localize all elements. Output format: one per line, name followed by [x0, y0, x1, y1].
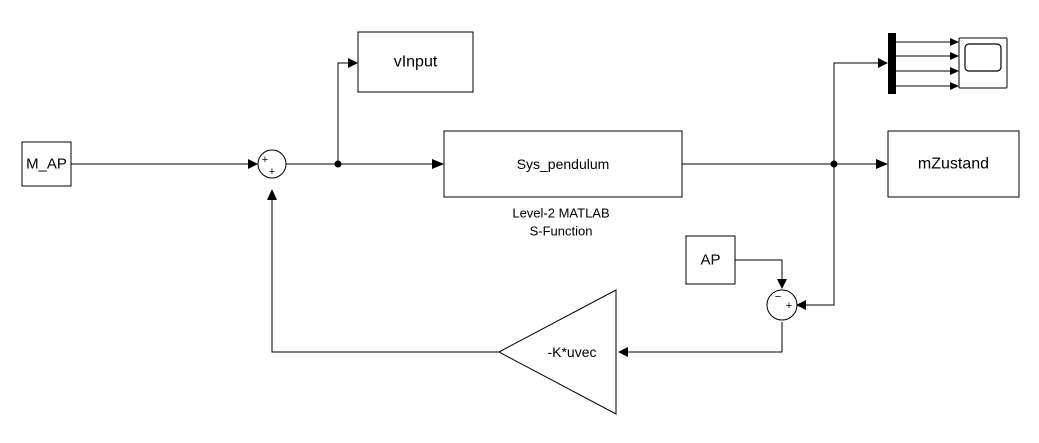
arrowheads	[248, 38, 959, 357]
sum2-sign-right: +	[786, 300, 792, 312]
gain-label: -K*uvec	[547, 344, 596, 360]
arrowhead-scope-3	[950, 67, 959, 75]
mzustand-label: mZustand	[918, 156, 989, 173]
arrowhead-sum1-bottom	[267, 189, 277, 200]
sfunction-caption-line1: Level-2 MATLAB	[512, 206, 609, 221]
sum2-sign-top: −	[775, 291, 781, 303]
sys-pendulum-block[interactable]: Sys_pendulum	[443, 130, 683, 198]
wire-ap-to-sum2[interactable]	[735, 259, 783, 279]
mux-block[interactable]	[888, 33, 896, 94]
arrowhead-sum2-top	[777, 279, 787, 289]
map-block[interactable]: M_AP	[21, 141, 72, 187]
junction-dot-sys-out	[830, 160, 838, 168]
wire-branch-to-mux[interactable]	[833, 62, 878, 164]
arrowhead-vinput	[348, 58, 358, 68]
arrowhead-gain-input	[618, 347, 628, 357]
sum2-block[interactable]: − +	[766, 289, 798, 321]
wire-sum2-to-gain[interactable]	[628, 322, 783, 353]
vinput-block[interactable]: vInput	[357, 31, 474, 93]
sys-pendulum-label: Sys_pendulum	[517, 156, 610, 172]
arrowhead-mzustand	[876, 159, 888, 169]
map-label: M_AP	[26, 156, 67, 173]
mzustand-block[interactable]: mZustand	[887, 130, 1020, 198]
arrowhead-scope-4	[950, 82, 959, 90]
sum1-sign-left: +	[262, 154, 268, 166]
arrowhead-scope-2	[950, 52, 959, 60]
wire-branch-to-vinput[interactable]	[337, 62, 348, 164]
junction-dot-sum1-out	[334, 160, 342, 168]
ap-label: AP	[700, 252, 720, 269]
signal-lines	[71, 41, 950, 353]
vinput-label: vInput	[394, 54, 438, 71]
sum1-block[interactable]: + +	[257, 149, 287, 179]
gain-block[interactable]: -K*uvec	[497, 289, 617, 415]
arrowhead-sys-input	[432, 159, 444, 169]
arrowhead-sum1-left	[248, 159, 258, 169]
wire-branch-to-sum2[interactable]	[806, 164, 835, 306]
arrowhead-sum2-right	[796, 300, 806, 310]
sfunction-caption-line2: S-Function	[530, 224, 593, 239]
arrowhead-scope-1	[950, 38, 959, 46]
ap-block[interactable]: AP	[685, 235, 736, 285]
scope-block[interactable]	[958, 37, 1008, 89]
arrowhead-mux	[878, 58, 888, 68]
sum1-sign-bottom: +	[269, 166, 275, 178]
wire-gain-to-sum1[interactable]	[271, 200, 499, 353]
